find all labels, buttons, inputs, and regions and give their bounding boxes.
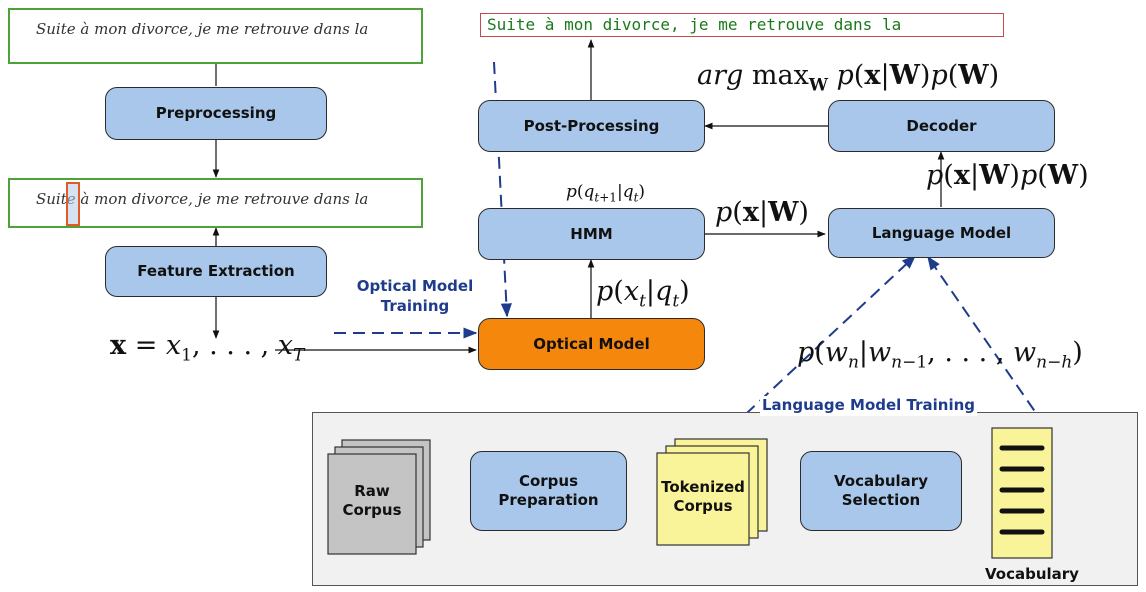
transition-probability-formula: p(qt+1|qt) [566,182,646,205]
sliding-window-frame [66,182,80,226]
handwriting-text-segmented: Suite à mon divorce, je me retrouve dans… [36,190,369,208]
corpus-preparation-box: Corpus Preparation [470,451,627,531]
recognized-output-text: Suite à mon divorce, je me retrouve dans… [487,15,902,34]
language-model-training-label: Language Model Training [760,396,978,416]
tokenized-corpus-label: Tokenized Corpus [661,478,745,515]
preprocessing-box: Preprocessing [105,87,327,140]
tokenized-corpus-stack [656,438,768,546]
dashed-vocabulary-to-lm [927,255,1046,427]
vocabulary-document [991,427,1053,559]
raw-corpus-label: Raw Corpus [342,482,402,519]
hmm-box: HMM [478,208,705,260]
recognized-output: Suite à mon divorce, je me retrouve dans… [480,13,1004,37]
post-processing-box: Post-Processing [478,100,705,152]
optical-model-box: Optical Model [478,318,705,370]
handwriting-line-segmented: Suite à mon divorce, je me retrouve dans… [8,178,423,228]
dashed-tokenized-to-lm [717,255,917,441]
likelihood-formula: p(x|W) [715,197,809,228]
feature-extraction-box: Feature Extraction [105,246,327,297]
optical-model-training-label: Optical Model Training [356,277,474,315]
emission-probability-formula: p(xt|qt) [596,276,690,312]
raw-corpus-stack [327,439,431,555]
joint-probability-formula: p(x|W)p(W) [926,160,1089,191]
language-model-box: Language Model [828,208,1055,258]
decoder-box: Decoder [828,100,1055,152]
handwriting-text-raw: Suite à mon divorce, je me retrouve dans… [36,20,369,38]
feature-sequence-formula: x = x1, . . . , xT [110,330,305,366]
handwriting-line-raw: Suite à mon divorce, je me retrouve dans… [8,8,423,64]
vocabulary-label: Vocabulary [985,565,1079,583]
vocabulary-selection-box: Vocabulary Selection [800,451,962,531]
decoding-formula: arg maxW p(x|W)p(W) [697,60,1000,96]
ngram-probability-formula: p(wn|wn−1, . . . , wn−h) [797,337,1083,373]
